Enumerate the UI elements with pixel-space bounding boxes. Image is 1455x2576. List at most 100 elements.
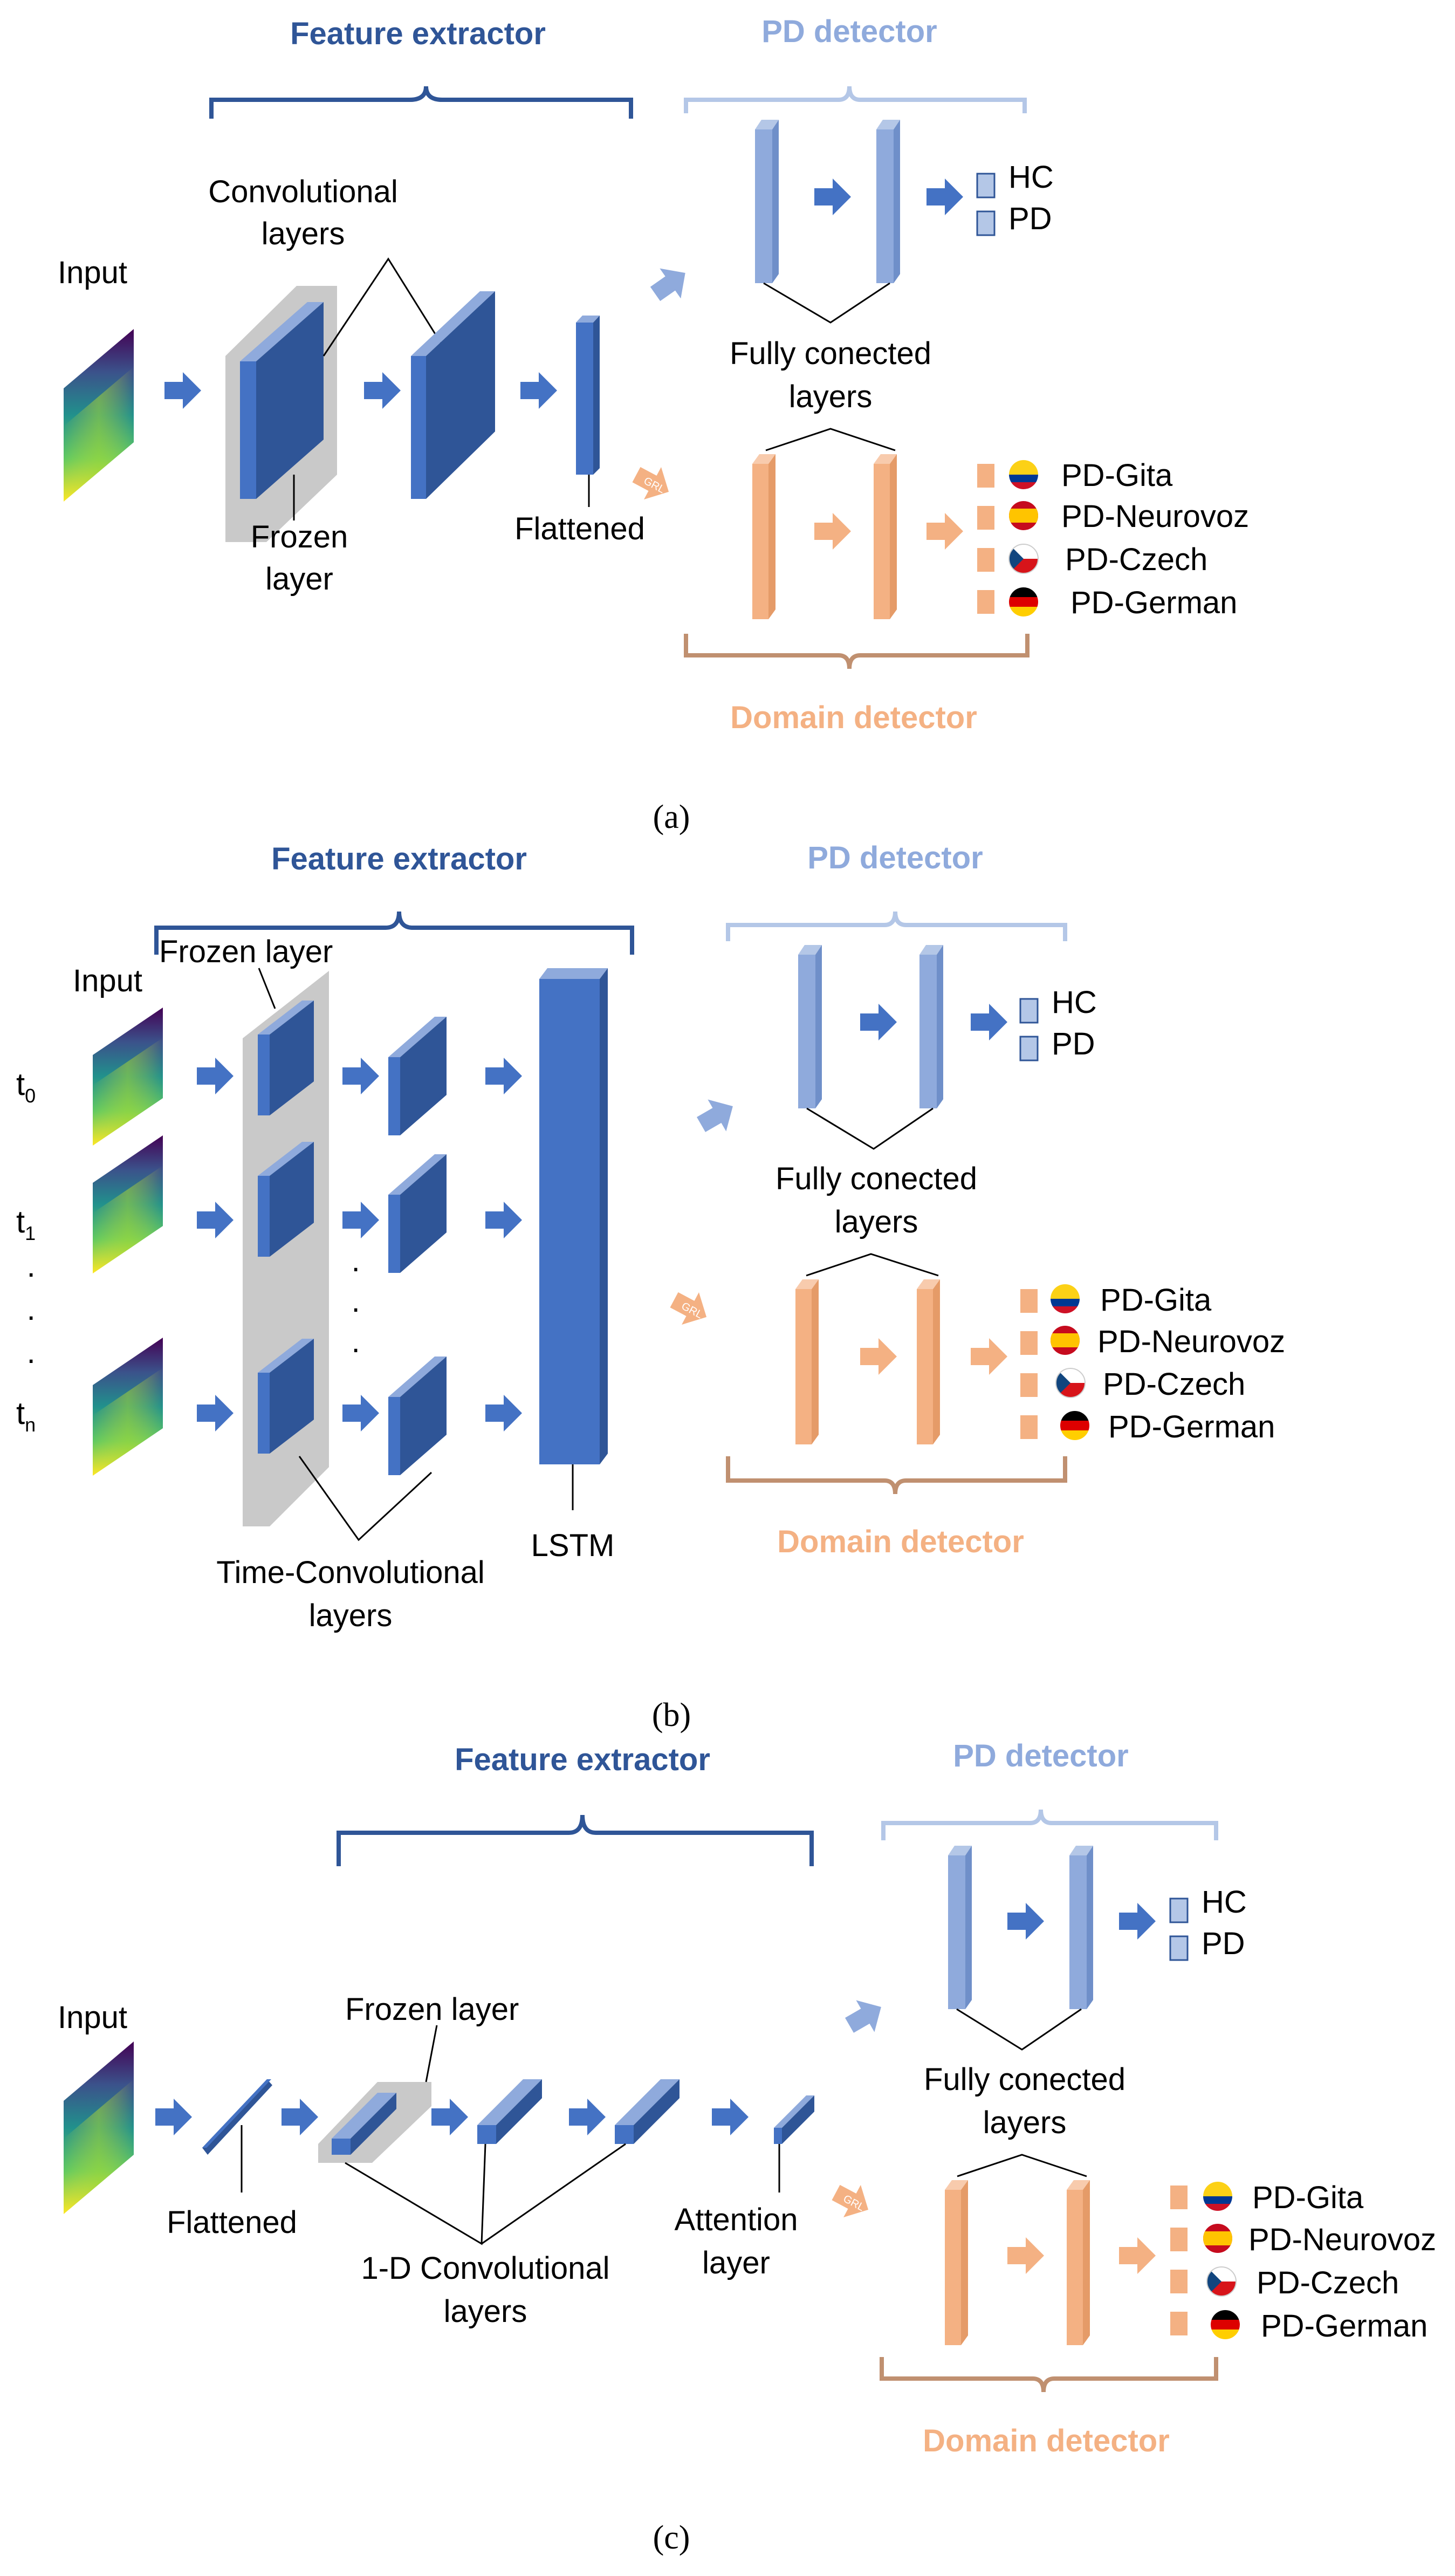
- domain-output-icon: [977, 548, 994, 572]
- domain-detector-title: Domain detector: [730, 700, 977, 735]
- domain-detector-brace: [880, 2357, 1218, 2393]
- panel-b: Feature extractor PD detector Frozen lay…: [16, 840, 1285, 1734]
- domain-czech: PD-Czech: [1103, 1367, 1245, 1402]
- caption-c: (c): [653, 2519, 690, 2556]
- arrow-icon: [860, 1338, 897, 1375]
- arrow-icon: [1119, 2237, 1156, 2274]
- domain-output-icon: [1020, 1415, 1038, 1439]
- dots: ·: [351, 1291, 361, 1326]
- fc-label-2: layers: [983, 2105, 1067, 2140]
- colombia-flag-icon: [1203, 2182, 1232, 2211]
- pd-detector-title: PD detector: [761, 14, 937, 49]
- caption-b: (b): [652, 1697, 691, 1734]
- feature-extractor-title: Feature extractor: [271, 841, 527, 876]
- fc-label-2: layers: [835, 1204, 918, 1239]
- arrow-icon: [342, 1058, 379, 1094]
- arrow-to-pd-icon: [644, 258, 696, 309]
- attention-label-1: Attention: [675, 2202, 798, 2237]
- arrow-icon: [197, 1395, 234, 1431]
- grl-arrow: GRL: [665, 1283, 716, 1333]
- domain-output-icon: [1170, 2270, 1188, 2293]
- domain-german: PD-German: [1261, 2308, 1427, 2344]
- frozen-label: Frozen layer: [159, 934, 333, 969]
- spain-flag-icon: [1051, 1326, 1080, 1355]
- germany-flag-icon: [1211, 2310, 1240, 2339]
- class-hc: HC: [1052, 985, 1097, 1020]
- class-hc: HC: [1202, 1885, 1247, 1920]
- arrow-icon: [164, 372, 201, 409]
- domain-fc-layer-1: [961, 2180, 968, 2345]
- dots: ·: [351, 1250, 361, 1285]
- spain-flag-icon: [1009, 501, 1038, 530]
- feature-extractor-title: Feature extractor: [290, 16, 546, 51]
- domain-gita: PD-Gita: [1061, 458, 1173, 493]
- domain-output-icon: [977, 590, 994, 614]
- pd-output-icon: [1019, 1036, 1039, 1061]
- arrow-icon: [926, 513, 963, 550]
- frozen-label-2: layer: [265, 561, 333, 597]
- frozen-label-1: Frozen: [251, 519, 348, 554]
- dots: ·: [26, 1299, 36, 1334]
- domain-detector-brace: [726, 1456, 1067, 1495]
- arrow-icon: [971, 1338, 1007, 1375]
- frozen-conv1d-block: [332, 2093, 396, 2155]
- fc-label-1: Fully conected: [924, 2062, 1125, 2097]
- lstm-block: [600, 968, 608, 1464]
- feature-extractor-brace: [209, 86, 633, 119]
- input-spectrogram: [93, 1338, 163, 1476]
- arrow-icon: [860, 1004, 897, 1040]
- flattened-label: Flattened: [167, 2205, 297, 2240]
- grl-arrow: GRL: [827, 2176, 877, 2226]
- pd-output-icon: [976, 210, 996, 236]
- domain-fc-layer-2: [1083, 2180, 1090, 2345]
- dots: ·: [26, 1342, 36, 1377]
- fc-label-2: layers: [789, 379, 873, 414]
- pd-fc-layer-2: [894, 120, 900, 283]
- fc-label-1: Fully conected: [730, 336, 931, 371]
- domain-fc-layer-2: [933, 1279, 940, 1444]
- domain-output-icon: [1170, 2228, 1188, 2251]
- domain-output-icon: [1170, 2186, 1188, 2209]
- czech-flag-icon: [1008, 544, 1039, 574]
- germany-flag-icon: [1060, 1411, 1089, 1440]
- colombia-flag-icon: [1051, 1284, 1080, 1313]
- flattened-block: [593, 316, 600, 475]
- arrow-icon: [1007, 1903, 1044, 1940]
- input-spectrogram: [64, 2041, 134, 2214]
- arrow-icon: [197, 1202, 234, 1238]
- domain-fc-layer-1: [768, 454, 775, 619]
- arrow-icon: [712, 2099, 749, 2135]
- class-pd: PD: [1052, 1026, 1095, 1061]
- domain-czech: PD-Czech: [1065, 542, 1207, 577]
- input-spectrogram: [64, 329, 134, 502]
- feature-extractor-title: Feature extractor: [455, 1742, 710, 1777]
- conv-layers-label-1: Convolutional: [208, 174, 397, 209]
- conv1d-block: [615, 2079, 680, 2144]
- dots: ·: [351, 1331, 361, 1366]
- pd-detector-title: PD detector: [953, 1738, 1129, 1773]
- input-label: Input: [73, 963, 142, 998]
- domain-czech: PD-Czech: [1257, 2265, 1399, 2300]
- tn-label: tn: [16, 1396, 36, 1436]
- frozen-time-conv-block: [258, 1001, 314, 1454]
- domain-neurovoz: PD-Neurovoz: [1061, 499, 1249, 534]
- domain-output-icon: [1170, 2312, 1188, 2335]
- arrow-icon: [197, 1058, 234, 1094]
- hc-output-icon: [1169, 1897, 1189, 1923]
- domain-german: PD-German: [1108, 1409, 1275, 1444]
- conv1d-block: [477, 2079, 542, 2144]
- panel-c: Feature extractor PD detector Input Flat…: [58, 1738, 1436, 2556]
- pd-fc-layer-1: [965, 1846, 972, 2009]
- domain-output-icon: [977, 506, 994, 530]
- arrow-icon: [485, 1058, 522, 1094]
- arrow-icon: [431, 2099, 468, 2135]
- arrow-icon: [485, 1202, 522, 1238]
- germany-flag-icon: [1009, 587, 1038, 616]
- time-conv-label-1: Time-Convolutional: [216, 1555, 485, 1590]
- panel-a: Feature extractor PD detector Input Conv…: [58, 14, 1249, 835]
- colombia-flag-icon: [1009, 460, 1038, 489]
- arrow-to-pd-icon: [692, 1090, 742, 1141]
- arrow-icon: [971, 1004, 1007, 1040]
- pd-fc-layer-1: [815, 945, 822, 1108]
- domain-german: PD-German: [1070, 585, 1237, 620]
